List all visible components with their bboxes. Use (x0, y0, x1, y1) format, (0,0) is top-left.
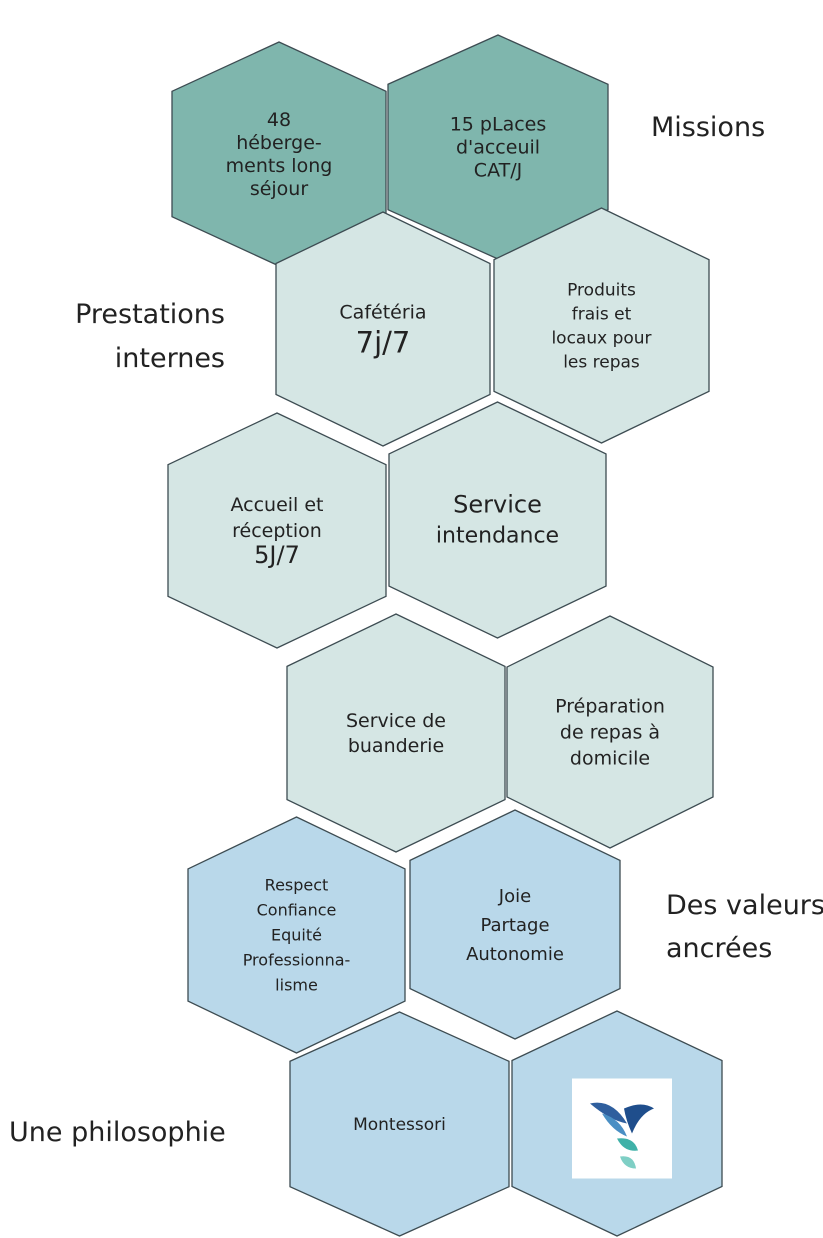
hexagon-text-line: héberge- (236, 132, 322, 154)
hexagon-text-line: les repas (563, 352, 640, 372)
hexagon-text-line: Partage (480, 915, 549, 936)
hexagon-text-line: 15 pLaces (450, 114, 547, 136)
hexagon-shape (409, 809, 621, 1040)
hexagon-text-line: Joie (498, 886, 531, 907)
hexagon-produits-frais: Produits frais et locaux pour les repas (493, 207, 710, 444)
hexagon-text-line: lisme (275, 976, 318, 995)
label-prestations-line1: Prestations (75, 299, 225, 330)
hexagon-text-line: de repas à (560, 722, 660, 744)
hexagon-shape (493, 207, 710, 444)
hexagon-shape (388, 401, 607, 639)
hexagon-text-line: séjour (250, 178, 309, 200)
hexagon-text-line: domicile (570, 748, 650, 770)
label-missions: Missions (651, 112, 765, 143)
hexagon-shape (167, 412, 387, 649)
hexagon-text-line: Préparation (555, 696, 665, 718)
hexagon-text-line: Respect (265, 876, 329, 895)
hexagon-text-line: CAT/J (474, 160, 522, 182)
hexagon-service-intendance: Service intendance (388, 401, 607, 639)
hexagon-text-line: Service de (346, 710, 446, 732)
hexagon-shape (506, 615, 714, 849)
label-philosophie: Une philosophie (9, 1117, 226, 1148)
hexagon-text-line: Produits (567, 280, 636, 300)
hexagon-text-line: d'acceuil (456, 137, 540, 159)
hexagon-text-line: frais et (572, 304, 632, 324)
hexagon-montessori: Montessori (289, 1011, 510, 1237)
bird-logo-icon (572, 1078, 672, 1179)
hexagon-shape (275, 211, 491, 447)
hexagon-text-line: intendance (436, 524, 559, 549)
hexagon-text-line: ments long (226, 155, 333, 177)
hexagon-service-buanderie: Service de buanderie (286, 613, 506, 853)
hexagon-text-line: Professionna- (243, 951, 351, 970)
hexagon-text-line: Equité (271, 926, 322, 945)
hexagon-text-line: 5J/7 (254, 541, 300, 569)
hexagon-text-line: Accueil et (230, 494, 323, 516)
hexagon-text-line: locaux pour (551, 328, 651, 348)
hexagon-text-line: 7j/7 (356, 326, 411, 360)
hexagon-logo-hex (511, 1010, 723, 1237)
hexagon-text-line: Service (453, 491, 542, 519)
hexagon-text-line: Confiance (257, 901, 337, 920)
hexagon-text-line: Cafétéria (339, 302, 426, 324)
hexagon-shape (286, 613, 506, 853)
label-valeurs-line2: ancrées (666, 933, 772, 964)
hexagon-text-line: Montessori (353, 1115, 446, 1135)
hexagon-text-line: Autonomie (466, 944, 564, 965)
hexagon-text-line: buanderie (348, 735, 444, 757)
hexagon-text-line: 48 (267, 109, 291, 131)
label-valeurs-line1: Des valeurs (666, 890, 823, 921)
hexagon-preparation-repas: Préparation de repas à domicile (506, 615, 714, 849)
hexagon-shape (187, 816, 406, 1054)
hexagon-shape (289, 1011, 510, 1237)
label-prestations-line2: internes (115, 343, 225, 374)
hexagon-text-line: réception (232, 520, 322, 542)
hexagon-shape (387, 34, 609, 260)
